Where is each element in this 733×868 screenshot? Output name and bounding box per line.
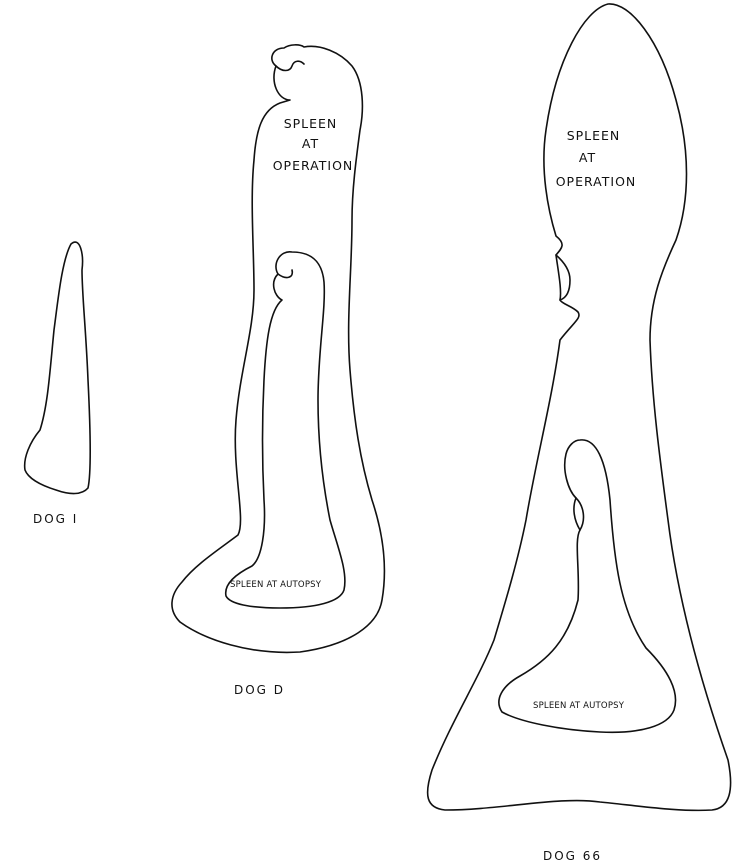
dog-d-operation-lobe <box>276 61 304 70</box>
dog-d-autopsy-lobe <box>278 270 292 277</box>
dog-66-autopsy-label: SPLEEN AT AUTOPSY <box>533 701 625 711</box>
dog-66-operation-label-line-1: SPLEEN <box>567 128 621 143</box>
dog-d-group: SPLEEN AT OPERATION SPLEEN AT AUTOPSY DO… <box>172 45 384 697</box>
dog-66-autopsy-outline <box>499 440 676 732</box>
dog-d-operation-label-line-1: SPLEEN <box>284 116 338 131</box>
dog-66-operation-notch <box>556 255 570 300</box>
dog-d-caption: DOG D <box>234 683 285 697</box>
dog-1-spleen-outline <box>25 242 91 493</box>
dog-1-caption: DOG I <box>33 512 78 526</box>
dog-d-autopsy-outline <box>226 252 345 608</box>
dog-66-group: SPLEEN AT OPERATION SPLEEN AT AUTOPSY DO… <box>428 4 731 863</box>
dog-d-operation-label: SPLEEN AT OPERATION <box>273 116 354 173</box>
dog-66-operation-label-line-3: OPERATION <box>556 174 637 189</box>
dog-66-caption: DOG 66 <box>543 849 602 863</box>
dog-66-operation-label: SPLEEN AT OPERATION <box>556 128 637 189</box>
dog-66-operation-outline <box>428 4 731 810</box>
dog-d-operation-label-line-2: AT <box>302 136 319 151</box>
dog-d-operation-label-line-3: OPERATION <box>273 158 354 173</box>
dog-66-operation-label-line-2: AT <box>579 150 596 165</box>
dog-1-group: DOG I <box>25 242 91 526</box>
dog-d-operation-outline <box>172 45 384 653</box>
dog-d-autopsy-label: SPLEEN AT AUTOPSY <box>230 580 322 590</box>
